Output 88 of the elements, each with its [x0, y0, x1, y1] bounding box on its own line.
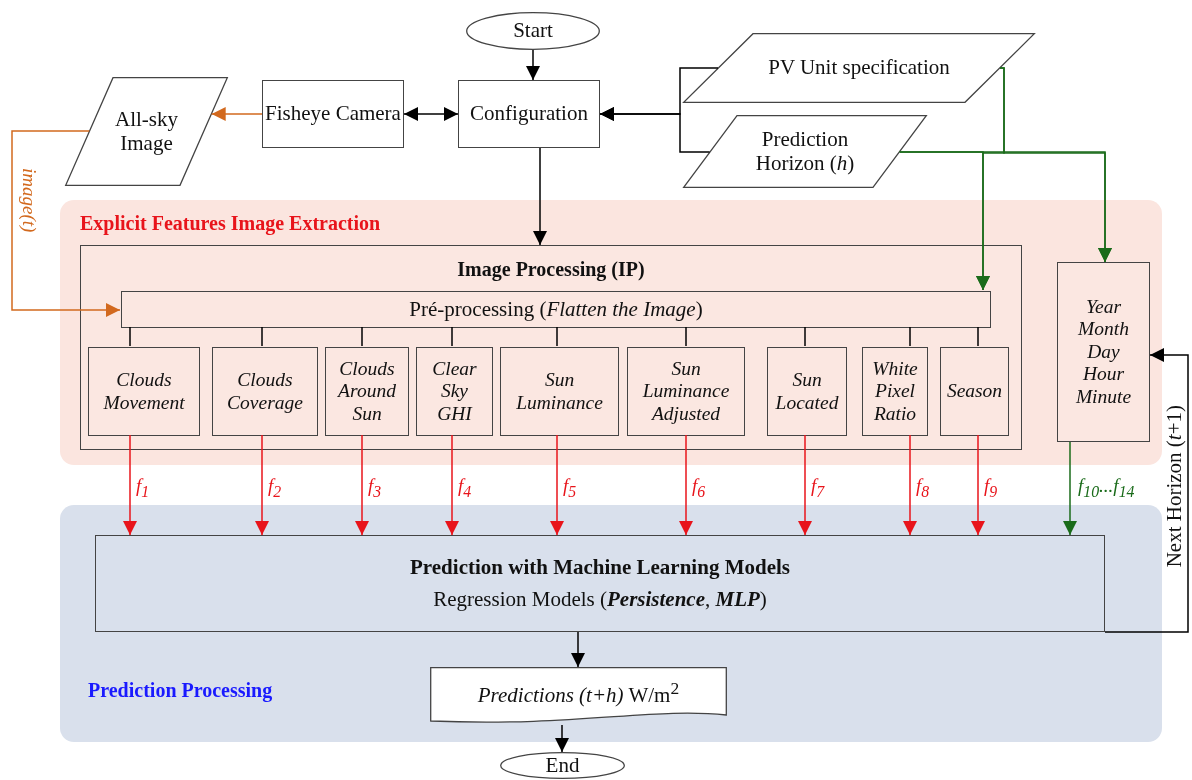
box-heading: Prediction with Machine Learning Models: [410, 556, 790, 580]
arrow: [971, 434, 985, 536]
node-label: Regression Models (Persistence, MLP): [433, 587, 767, 611]
node-label: Sun Luminance: [515, 369, 604, 414]
arrow: [533, 147, 547, 246]
feature-box: [500, 347, 619, 436]
arrow: [571, 631, 585, 668]
edge-label: f$_{1}$: [136, 476, 150, 500]
node-label: Sun Luminance Adjusted: [641, 357, 731, 426]
process-box: [458, 80, 600, 148]
node-label: Clouds Coverage: [226, 369, 304, 414]
arrow: [445, 434, 459, 536]
feature-box: [862, 347, 928, 436]
section-heading: Explicit Features Image Extraction: [80, 212, 381, 235]
section-heading: Prediction Processing: [88, 679, 273, 702]
arrow: [898, 151, 1112, 263]
group-band: [60, 505, 1162, 742]
node-label: Clouds Around Sun: [336, 357, 397, 426]
edge-label: f$_{2}$: [268, 476, 282, 500]
node-label: Clear Sky GHI: [431, 357, 478, 426]
feature-box: [88, 347, 200, 436]
connector-line: [685, 326, 687, 347]
node-label: Fisheye Camera: [265, 102, 401, 126]
arrow: [526, 49, 540, 81]
edge-label: f$_{4}$: [458, 476, 472, 500]
arrow: [798, 434, 812, 536]
process-box: [121, 291, 991, 328]
edge-label: image(t): [20, 168, 39, 233]
arrow: [903, 434, 917, 536]
node-label: Pré-processing (Flatten the Image): [409, 297, 703, 322]
feature-box: [627, 347, 745, 436]
box-heading: Image Processing (IP): [456, 258, 646, 281]
arrow: [1104, 348, 1189, 633]
arrow: [550, 434, 564, 536]
connector-line: [804, 326, 806, 347]
node-label: Predictions (t+h) W/m$^{2}$: [477, 678, 680, 708]
feature-box: [325, 347, 409, 436]
node-label: Sun Located: [774, 369, 840, 414]
node-label: All-sky Image: [114, 108, 179, 155]
node-label: Prediction Horizon (h): [754, 128, 856, 175]
connector-line: [909, 326, 911, 347]
start-terminal: [466, 12, 600, 50]
input-parallelogram: [683, 115, 927, 188]
feature-box: [940, 347, 1009, 436]
arrow: [11, 130, 121, 317]
edge-label: f$_{9}$: [984, 476, 998, 500]
arrow: [403, 107, 459, 121]
end-terminal: [500, 752, 625, 779]
connector-line: [261, 326, 263, 347]
process-box: [1057, 262, 1150, 442]
feature-box: [212, 347, 318, 436]
connector-line: [129, 326, 131, 347]
node-label: PV Unit specification: [768, 56, 950, 80]
feature-box: [416, 347, 493, 436]
connector-line: [361, 326, 363, 347]
arrow: [555, 724, 569, 753]
arrow: [679, 434, 693, 536]
arrow: [599, 107, 711, 153]
node-label: End: [545, 753, 580, 778]
node-label: Start: [513, 19, 553, 43]
edge-label: f$_{10}$...f$_{14}$: [1078, 476, 1135, 500]
edge-label: f$_{8}$: [916, 476, 930, 500]
node-label: Configuration: [470, 102, 588, 126]
connector-line: [556, 326, 558, 347]
process-box: [95, 535, 1105, 632]
edge-label: f$_{3}$: [368, 476, 382, 500]
feature-box: [767, 347, 847, 436]
process-box: [262, 80, 404, 148]
edge-label: f$_{7}$: [811, 476, 825, 500]
input-parallelogram: [683, 33, 1035, 103]
arrow: [1063, 441, 1077, 536]
arrow: [255, 434, 269, 536]
group-band: [60, 200, 1162, 465]
connector-line: [451, 326, 453, 347]
node-label: Season: [946, 380, 1003, 403]
node-label: Year Month Day Hour Minute: [1074, 295, 1133, 409]
edge-label: Next Horizon (t+1): [1164, 405, 1185, 568]
document-shape: [430, 667, 727, 725]
input-parallelogram: [65, 77, 228, 186]
connector-line: [977, 326, 979, 347]
node-label: White Pixel Ratio: [871, 357, 919, 426]
arrow: [355, 434, 369, 536]
arrow: [210, 107, 263, 121]
edge-label: f$_{5}$: [563, 476, 577, 500]
node-label: Clouds Movement: [102, 369, 186, 414]
arrow: [123, 434, 137, 536]
edge-label: f$_{6}$: [692, 476, 706, 500]
process-box: [80, 245, 1022, 450]
